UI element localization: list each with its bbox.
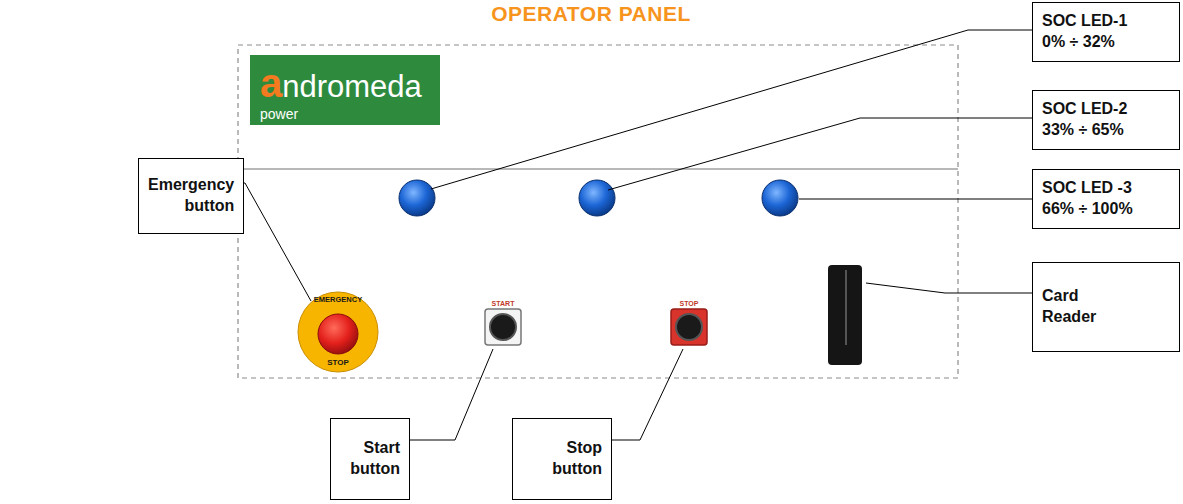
part-callout: Start button [330,418,410,500]
callout-range: 0% ÷ 32% [1042,32,1115,53]
leader-line [232,30,1032,440]
stop-button [671,309,707,345]
part-callout: Card Reader [1032,262,1180,352]
button-marking: EMERGENCY [314,296,362,304]
emergency-button [298,292,378,372]
callout-title: Stop button [552,438,602,480]
callout-title: Card Reader [1042,286,1096,328]
led-callout: SOC LED-233% ÷ 65% [1032,90,1180,150]
part-callout: Emergency button [138,158,244,234]
callout-title: SOC LED -3 [1042,178,1132,199]
callout-range: 66% ÷ 100% [1042,199,1133,220]
callout-title: Start button [350,438,400,480]
callout-title: SOC LED-1 [1042,11,1127,32]
led-callout: SOC LED-10% ÷ 32% [1032,2,1180,62]
part-callout: Stop button [512,418,612,500]
callout-range: 33% ÷ 65% [1042,120,1124,141]
brand-name: andromeda [260,59,422,107]
callout-title: Emergency button [148,175,234,217]
panel-edge [238,168,958,170]
button-marking: START [492,300,515,307]
callout-title: SOC LED-2 [1042,99,1127,120]
led-callout: SOC LED -366% ÷ 100% [1032,169,1180,229]
button-marking: STOP [680,300,699,307]
start-button [485,309,521,345]
panel-title: OPERATOR PANEL [491,2,691,26]
button-marking: STOP [327,359,349,367]
brand-logo: andromedapower [250,55,440,125]
card-reader [828,265,862,365]
panel-outline [238,45,958,378]
soc-led [399,180,798,216]
brand-sub: power [260,107,298,121]
